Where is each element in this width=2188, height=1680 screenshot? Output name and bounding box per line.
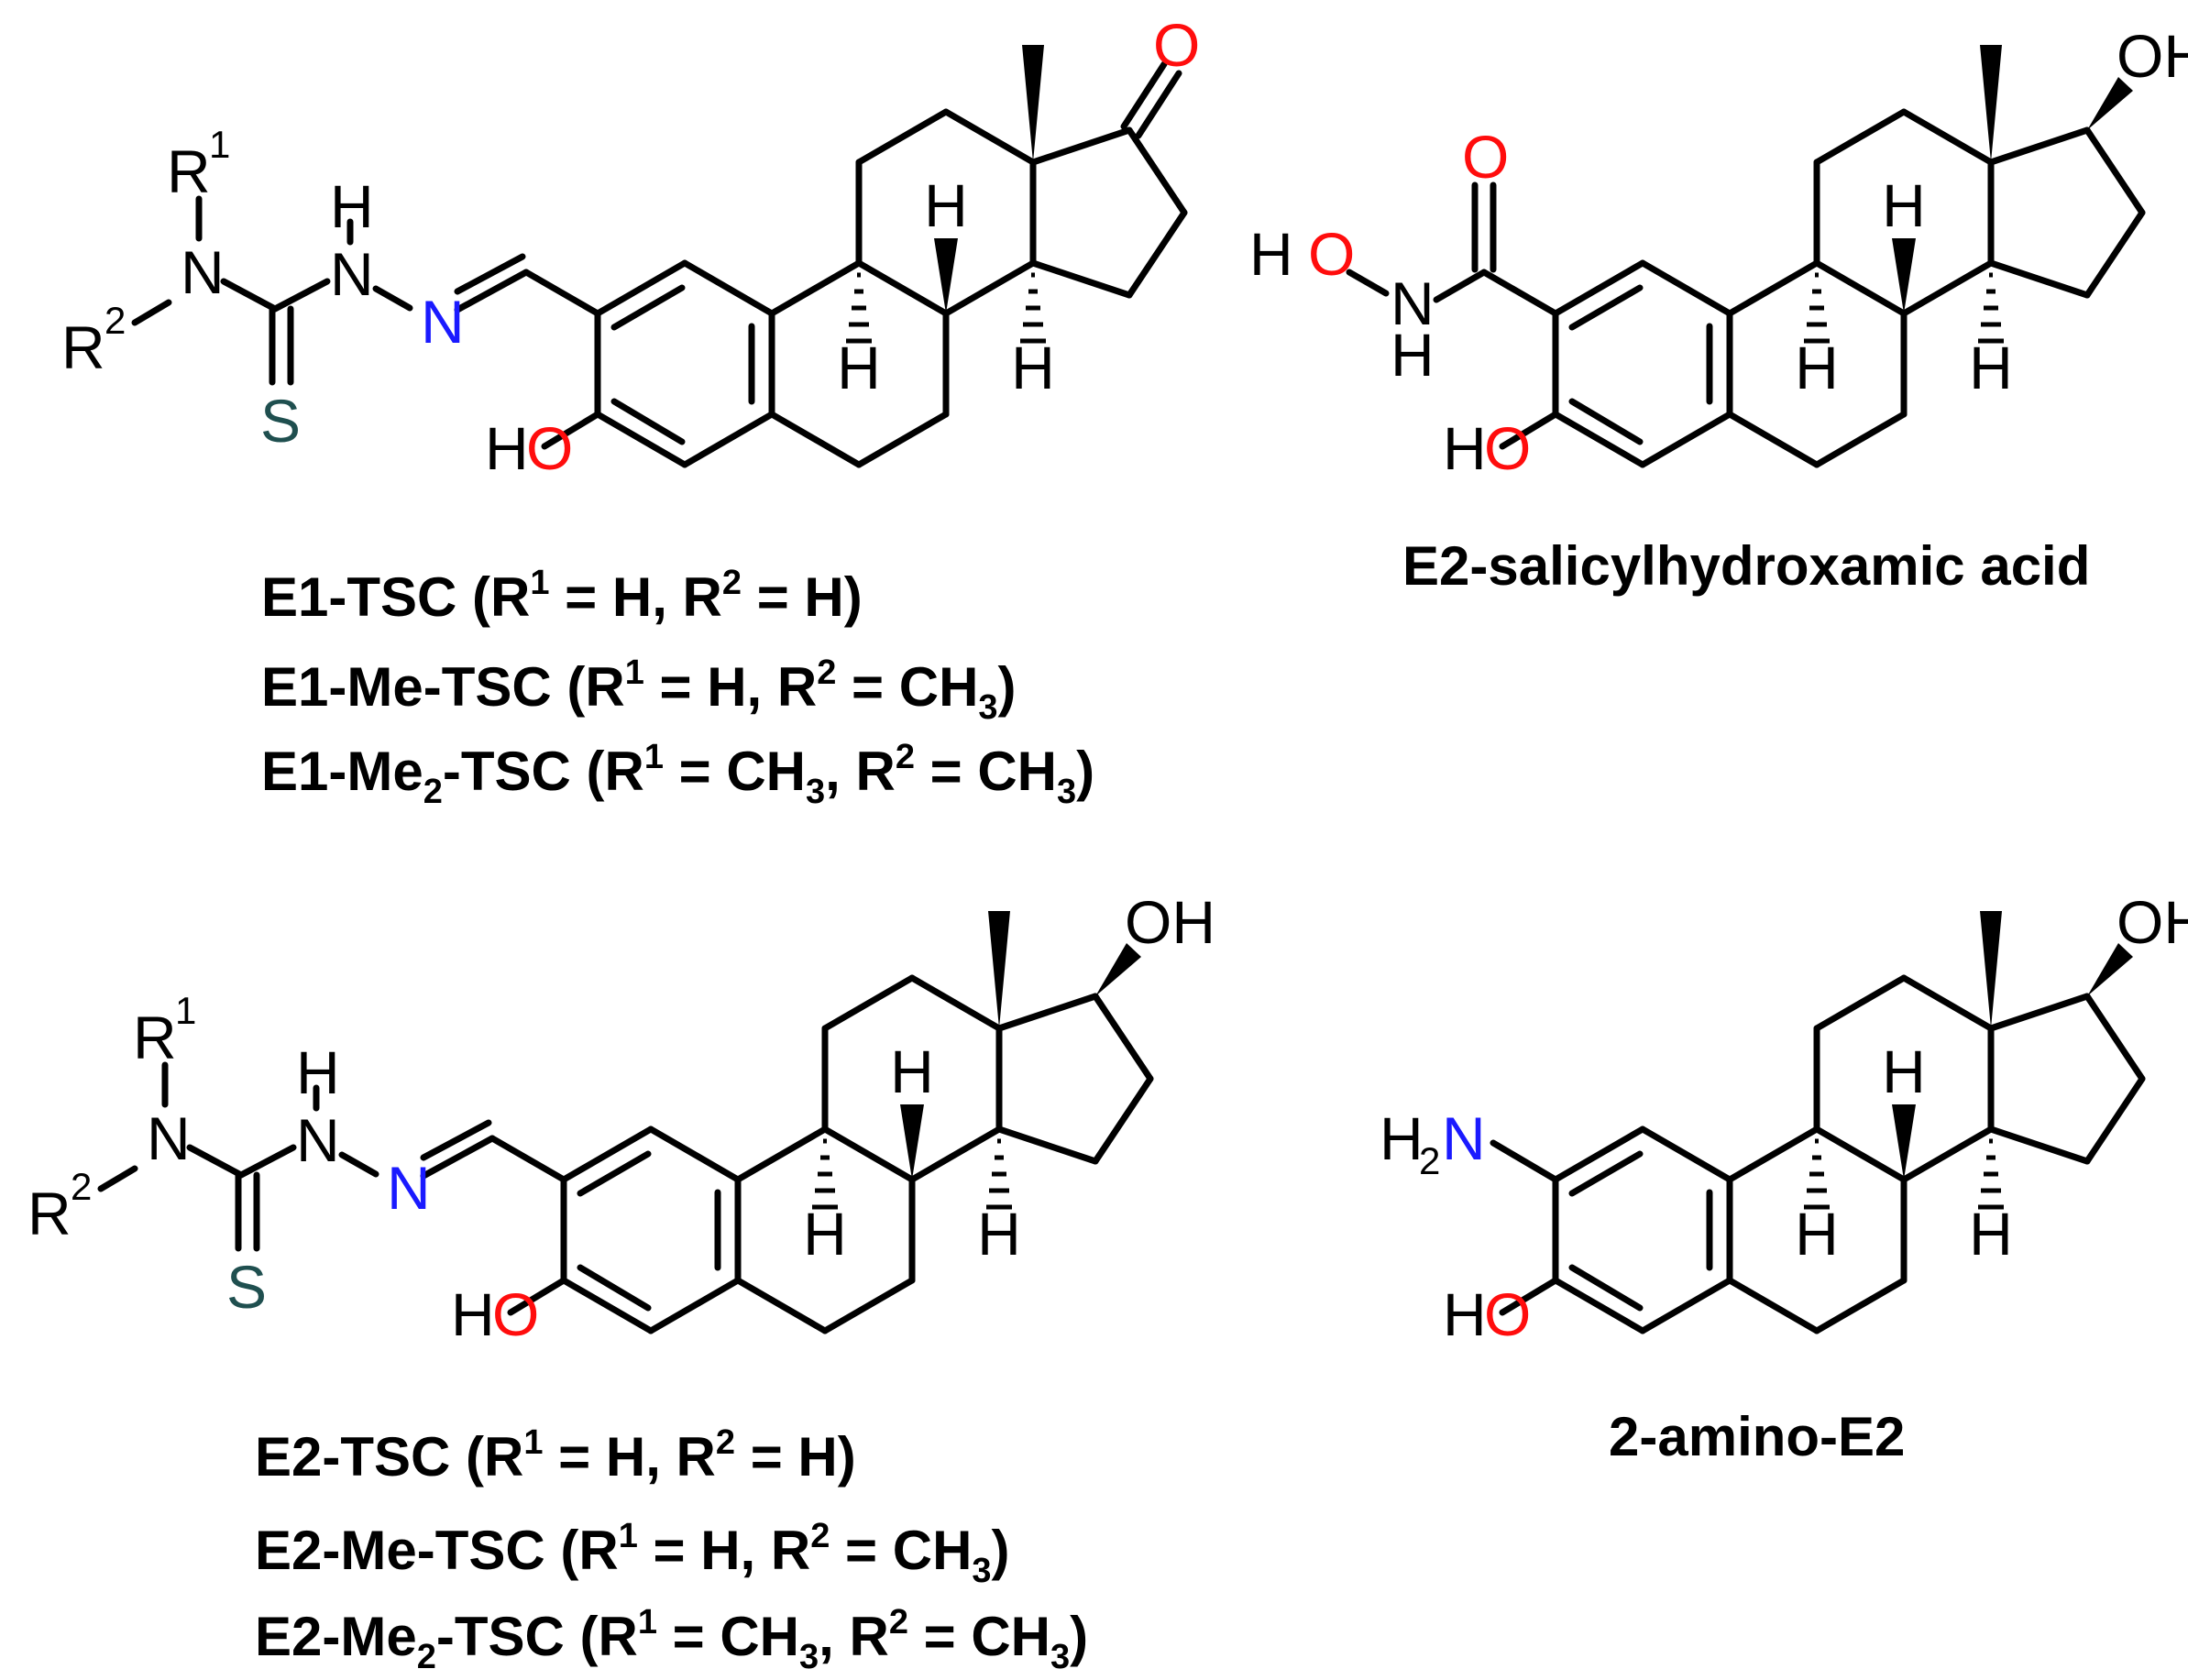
molecule-2-amino-e2: H 2 N: [1380, 888, 2188, 1348]
carbonyl-o-label: O: [1462, 123, 1509, 191]
molecule-e2-tsc: [27, 888, 1215, 1348]
molecule-e2-salicylhydroxamic-acid: O N H O H: [1249, 22, 2188, 482]
hydroxamic-nh-label: H: [1391, 321, 1435, 389]
caption-2-amino-e2: 2-amino-E2: [1609, 1406, 1905, 1467]
amino-h-label: H: [1380, 1104, 1424, 1172]
caption-e1-me2-tsc: E1-Me2-TSC (R1 = CH3, R2 = CH3): [261, 738, 1094, 811]
amino-n-label: N: [1442, 1104, 1486, 1172]
caption-e1-me-tsc: E1-Me-TSC (R1 = H, R2 = CH3): [261, 653, 1017, 727]
molecule-e1-tsc: [61, 11, 1200, 482]
hydroxamic-oh-h-label: H: [1249, 220, 1293, 288]
caption-e1-tsc: E1-TSC (R1 = H, R2 = H): [261, 564, 863, 628]
caption-e2-me2-tsc: E2-Me2-TSC (R1 = CH3, R2 = CH3): [255, 1603, 1088, 1676]
amino-subscript: 2: [1419, 1139, 1440, 1182]
caption-e2-salicylhydroxamic-acid: E2-salicylhydroxamic acid: [1402, 535, 2090, 597]
hydroxamic-o-label: O: [1308, 220, 1355, 288]
hydroxamic-n-label: N: [1391, 269, 1435, 337]
caption-e2-tsc: E2-TSC (R1 = H, R2 = H): [255, 1423, 856, 1488]
caption-e2-me-tsc: E2-Me-TSC (R1 = H, R2 = CH3): [255, 1517, 1010, 1590]
